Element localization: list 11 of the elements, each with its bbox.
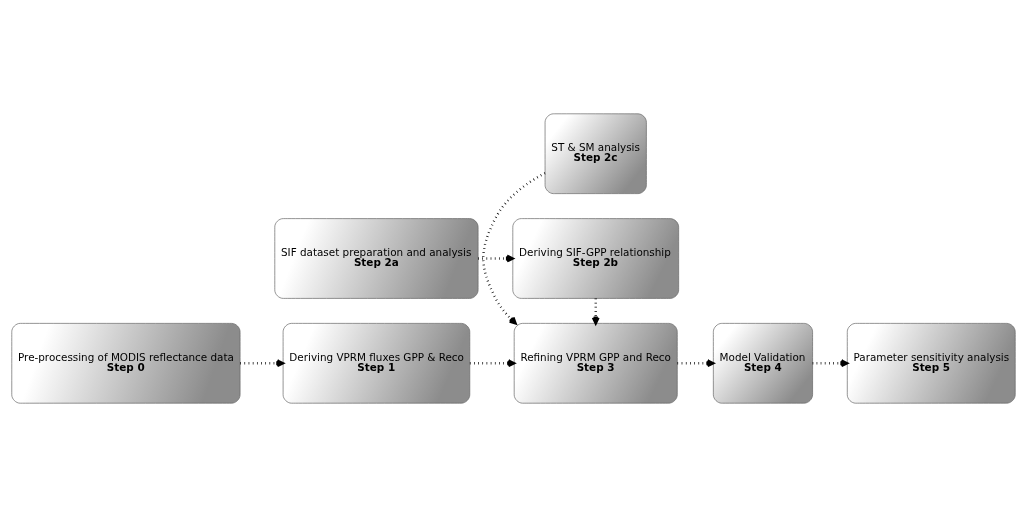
node-box: ST & SM analysis Step 2c bbox=[544, 113, 647, 194]
node-box: Deriving VPRM fluxes GPP & Reco Step 1 bbox=[282, 323, 470, 404]
node-box: Pre-processing of MODIS reflectance data Step 0 bbox=[10, 323, 240, 404]
arrow bbox=[239, 359, 284, 368]
node-box: Refining VPRM GPP and Reco Step 3 bbox=[513, 323, 678, 404]
arrow bbox=[481, 172, 546, 325]
node-box: Parameter sensitivity analysis Step 5 bbox=[846, 323, 1016, 404]
node-box: SIF dataset preparation and analysis Step 2a bbox=[273, 218, 478, 299]
node-box: Deriving SIF-GPP relationship Step 2b bbox=[511, 218, 679, 299]
arrow bbox=[469, 359, 515, 368]
node-box: Model Validation Step 4 bbox=[712, 323, 813, 404]
